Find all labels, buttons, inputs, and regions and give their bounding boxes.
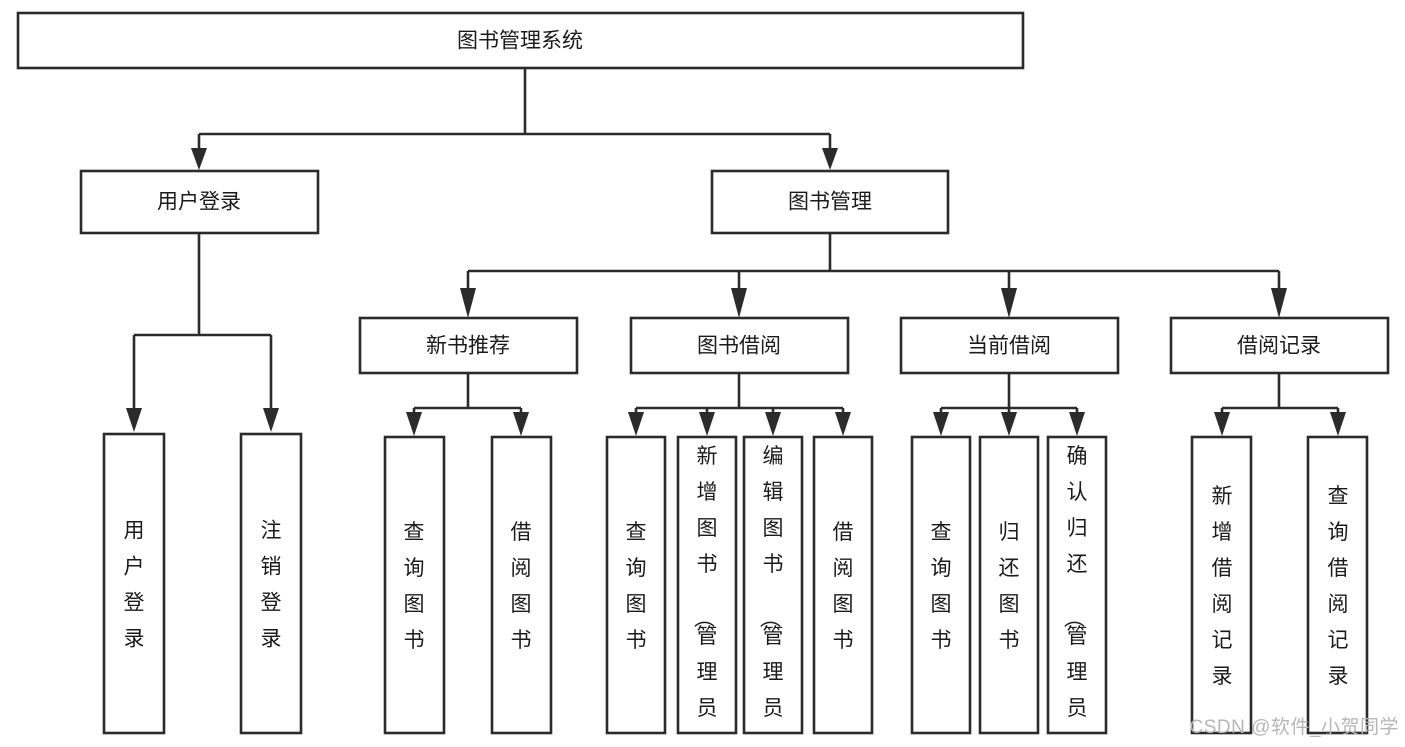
leaf-query-record[interactable]: 查询借阅记录 — [1306, 435, 1369, 735]
leaf-user-login-label: 用户登录 — [124, 519, 145, 650]
leaf-borrow-book-1-box[interactable] — [490, 435, 553, 735]
node-user-login-label: 用户登录 — [157, 191, 241, 214]
leaf-add-record-label: 新增借阅记录 — [1212, 485, 1233, 688]
node-root[interactable]: 图书管理系统 — [16, 11, 1025, 70]
leaf-borrow-book-1-label: 借阅图书 — [511, 521, 532, 652]
leaf-query-book-1[interactable]: 查询图书 — [383, 435, 446, 735]
leaf-query-book-2-label: 查询图书 — [626, 521, 647, 652]
connector-layer — [126, 68, 1346, 436]
leaf-return-book-box[interactable] — [978, 435, 1040, 735]
leaf-add-book-label: 新增图书（管理员） — [692, 445, 718, 747]
leaf-user-login[interactable]: 用户登录 — [102, 432, 166, 735]
node-book-borrow[interactable]: 图书借阅 — [629, 316, 850, 375]
leaf-query-book-1-box[interactable] — [383, 435, 446, 735]
leaf-borrow-book-2[interactable]: 借阅图书 — [812, 435, 874, 735]
arrow-head-leaf-return-book — [1001, 412, 1017, 436]
arrow-head-leaf-user-login — [126, 408, 142, 432]
arrow-head-leaf-query-record — [1330, 412, 1346, 436]
leaf-query-book-1-label: 查询图书 — [404, 521, 425, 652]
node-borrow-record[interactable]: 借阅记录 — [1169, 316, 1390, 375]
leaf-edit-book-label: 编辑图书（管理员） — [758, 445, 784, 747]
node-borrow-record-label: 借阅记录 — [1237, 335, 1321, 358]
leaf-user-logout-box[interactable] — [239, 432, 303, 735]
leaf-borrow-book-2-label: 借阅图书 — [833, 521, 854, 652]
arrow-head-leaf-user-logout — [263, 408, 279, 432]
leaf-add-record[interactable]: 新增借阅记录 — [1190, 435, 1253, 735]
arrow-head-leaf-query-book-2 — [628, 412, 644, 436]
node-user-login-box[interactable] — [79, 169, 320, 235]
leaf-borrow-book-1[interactable]: 借阅图书 — [490, 435, 553, 735]
arrow-head-borrow-record — [1271, 288, 1287, 318]
arrow-head-user-login — [191, 148, 207, 170]
leaf-add-book[interactable]: 新增图书（管理员） — [676, 435, 738, 747]
node-book-manage[interactable]: 图书管理 — [710, 169, 950, 235]
node-book-borrow-label: 图书借阅 — [697, 335, 781, 358]
leaf-query-book-2[interactable]: 查询图书 — [605, 435, 667, 735]
node-root-label: 图书管理系统 — [457, 30, 583, 53]
node-root-box[interactable] — [16, 11, 1025, 70]
arrow-head-leaf-borrow-book-1 — [513, 412, 529, 436]
leaf-add-book-box[interactable] — [676, 435, 738, 735]
node-book-manage-label: 图书管理 — [788, 191, 872, 214]
arrow-head-book-borrow — [731, 288, 747, 318]
leaf-query-book-3-box[interactable] — [910, 435, 972, 735]
arrow-head-leaf-query-book-3 — [933, 412, 949, 436]
arrow-head-current-borrow — [1001, 288, 1017, 318]
leaf-add-record-box[interactable] — [1190, 435, 1253, 735]
node-user-login[interactable]: 用户登录 — [79, 169, 320, 235]
leaf-edit-book-box[interactable] — [742, 435, 804, 735]
leaf-user-login-box[interactable] — [102, 432, 166, 735]
leaf-borrow-book-2-box[interactable] — [812, 435, 874, 735]
leaf-query-record-box[interactable] — [1306, 435, 1369, 735]
node-book-manage-box[interactable] — [710, 169, 950, 235]
leaf-return-book[interactable]: 归还图书 — [978, 435, 1040, 735]
arrow-head-leaf-confirm-return — [1069, 412, 1085, 436]
leaf-query-book-3-label: 查询图书 — [931, 521, 952, 652]
leaf-confirm-return-box[interactable] — [1046, 435, 1108, 735]
leaf-edit-book[interactable]: 编辑图书（管理员） — [742, 435, 804, 747]
arrow-head-leaf-add-book — [699, 412, 715, 436]
node-current-borrow[interactable]: 当前借阅 — [899, 316, 1120, 375]
node-new-book-rec-box[interactable] — [358, 316, 579, 375]
leaf-return-book-label: 归还图书 — [999, 521, 1020, 652]
leaf-query-record-label: 查询借阅记录 — [1328, 485, 1349, 688]
leaf-query-book-2-box[interactable] — [605, 435, 667, 735]
arrow-head-new-book-rec — [460, 288, 476, 318]
leaf-query-book-3[interactable]: 查询图书 — [910, 435, 972, 735]
leaf-confirm-return[interactable]: 确认归还（管理员） — [1046, 435, 1108, 747]
node-borrow-record-box[interactable] — [1169, 316, 1390, 375]
arrow-head-book-manage — [822, 148, 838, 170]
arrow-head-leaf-borrow-book-2 — [835, 412, 851, 436]
leaf-user-logout[interactable]: 注销登录 — [239, 432, 303, 735]
leaf-user-logout-label: 注销登录 — [261, 519, 282, 650]
node-current-borrow-box[interactable] — [899, 316, 1120, 375]
arrow-head-leaf-query-book-1 — [406, 412, 422, 436]
node-current-borrow-label: 当前借阅 — [967, 335, 1051, 358]
node-new-book-rec-label: 新书推荐 — [426, 335, 510, 358]
arrow-head-leaf-edit-book — [765, 412, 781, 436]
leaf-confirm-return-label: 确认归还（管理员） — [1062, 445, 1088, 747]
node-new-book-rec[interactable]: 新书推荐 — [358, 316, 579, 375]
node-book-borrow-box[interactable] — [629, 316, 850, 375]
arrow-head-leaf-add-record — [1214, 412, 1230, 436]
